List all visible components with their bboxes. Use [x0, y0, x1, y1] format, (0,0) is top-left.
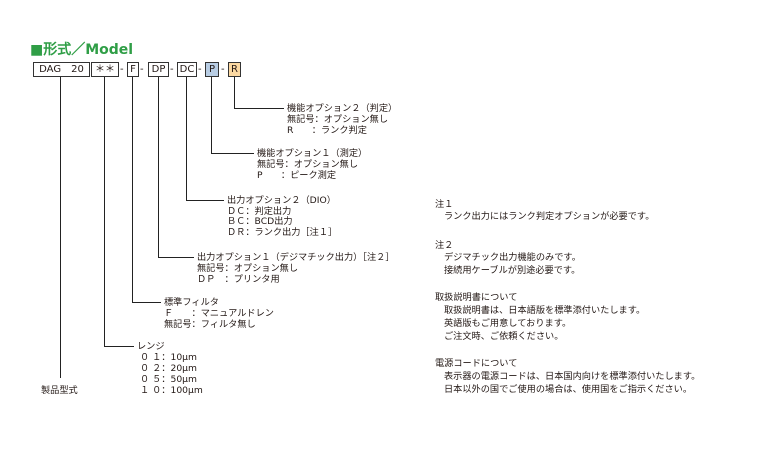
code-box-model: DAG 20 [33, 62, 90, 77]
output1-line: ＤＰ ：プリンタ用 [197, 274, 280, 285]
code-box-option2: R [228, 62, 241, 77]
range-heading: レンジ [137, 341, 165, 352]
output2-line: ＢＣ：BCD出力 [227, 216, 293, 227]
option1-heading: 機能オプション１（測定） [257, 148, 368, 159]
option2-heading: 機能オプション２（判定） [287, 103, 398, 114]
code-dash: - [170, 64, 174, 75]
code-box-option1: P [205, 62, 219, 77]
option2-line: R ：ランク判定 [287, 125, 367, 136]
output2-line: ＤＣ：判定出力 [227, 206, 292, 217]
manual-heading: 取扱説明書について [435, 292, 518, 303]
output1-line: 無記号：オプション無し [197, 263, 299, 274]
manual-text: 英語版もご用意しております。 [444, 318, 572, 329]
leader-line [104, 77, 105, 347]
note2-heading: 注２ [435, 240, 454, 251]
code-box-output2: DC [177, 62, 197, 77]
range-line: ０ １：10μm [140, 352, 197, 363]
output2-heading: 出力オプション２（DIO） [227, 195, 336, 206]
code-dash: - [221, 64, 225, 75]
code-dash: - [198, 64, 202, 75]
leader-line [132, 302, 161, 303]
leader-line [158, 77, 159, 258]
leader-line [132, 77, 133, 303]
leader-line [234, 108, 284, 109]
manual-text: ご注文時、ご依頼ください。 [444, 331, 564, 342]
range-line: １ ０：100μm [140, 385, 203, 396]
note2-text: デジマチック出力機能のみです。 [444, 252, 581, 263]
leader-line [104, 346, 134, 347]
power-text: 表示器の電源コードは、日本国内向けを標準添付いたします。 [444, 371, 701, 382]
filter-line: Ｆ ：マニュアルドレン [164, 308, 274, 319]
option2-line: 無記号：オプション無し [287, 114, 389, 125]
note1-heading: 注１ [435, 199, 454, 210]
model-label: 製品型式 [41, 385, 78, 396]
page-title: ■形式／Model [30, 42, 134, 58]
power-heading: 電源コードについて [435, 358, 518, 369]
range-line: ０ ５：50μm [140, 374, 197, 385]
power-text: 日本以外の国でご使用の場合は、使用国をご指示ください。 [444, 384, 693, 395]
leader-line [211, 77, 212, 154]
code-dash: - [140, 64, 144, 75]
option1-line: P ：ピーク測定 [257, 170, 337, 181]
range-line: ０ ２：20μm [140, 363, 197, 374]
leader-line [186, 77, 187, 201]
code-box-output1: DP [148, 62, 169, 77]
leader-line [186, 200, 224, 201]
manual-text: 取扱説明書は、日本語版を標準添付いたします。 [444, 305, 646, 316]
note2-text: 接続用ケーブルが別途必要です。 [444, 265, 581, 276]
leader-line [234, 77, 235, 109]
note1-text: ランク出力にはランク判定オプションが必要です。 [444, 211, 655, 222]
code-box-range: ＊＊ [91, 62, 119, 77]
code-dash: - [120, 64, 124, 75]
filter-heading: 標準フィルタ [164, 297, 219, 308]
leader-line [211, 153, 254, 154]
filter-line: 無記号：フィルタ無し [164, 319, 256, 330]
leader-line [60, 77, 61, 378]
leader-line [158, 257, 194, 258]
output2-line: ＤＲ：ランク出力［注１］ [227, 227, 338, 238]
option1-line: 無記号：オプション無し [257, 159, 359, 170]
code-box-filter: F [127, 62, 139, 77]
output1-heading: 出力オプション１（デジマチック出力）［注２］ [197, 252, 395, 263]
